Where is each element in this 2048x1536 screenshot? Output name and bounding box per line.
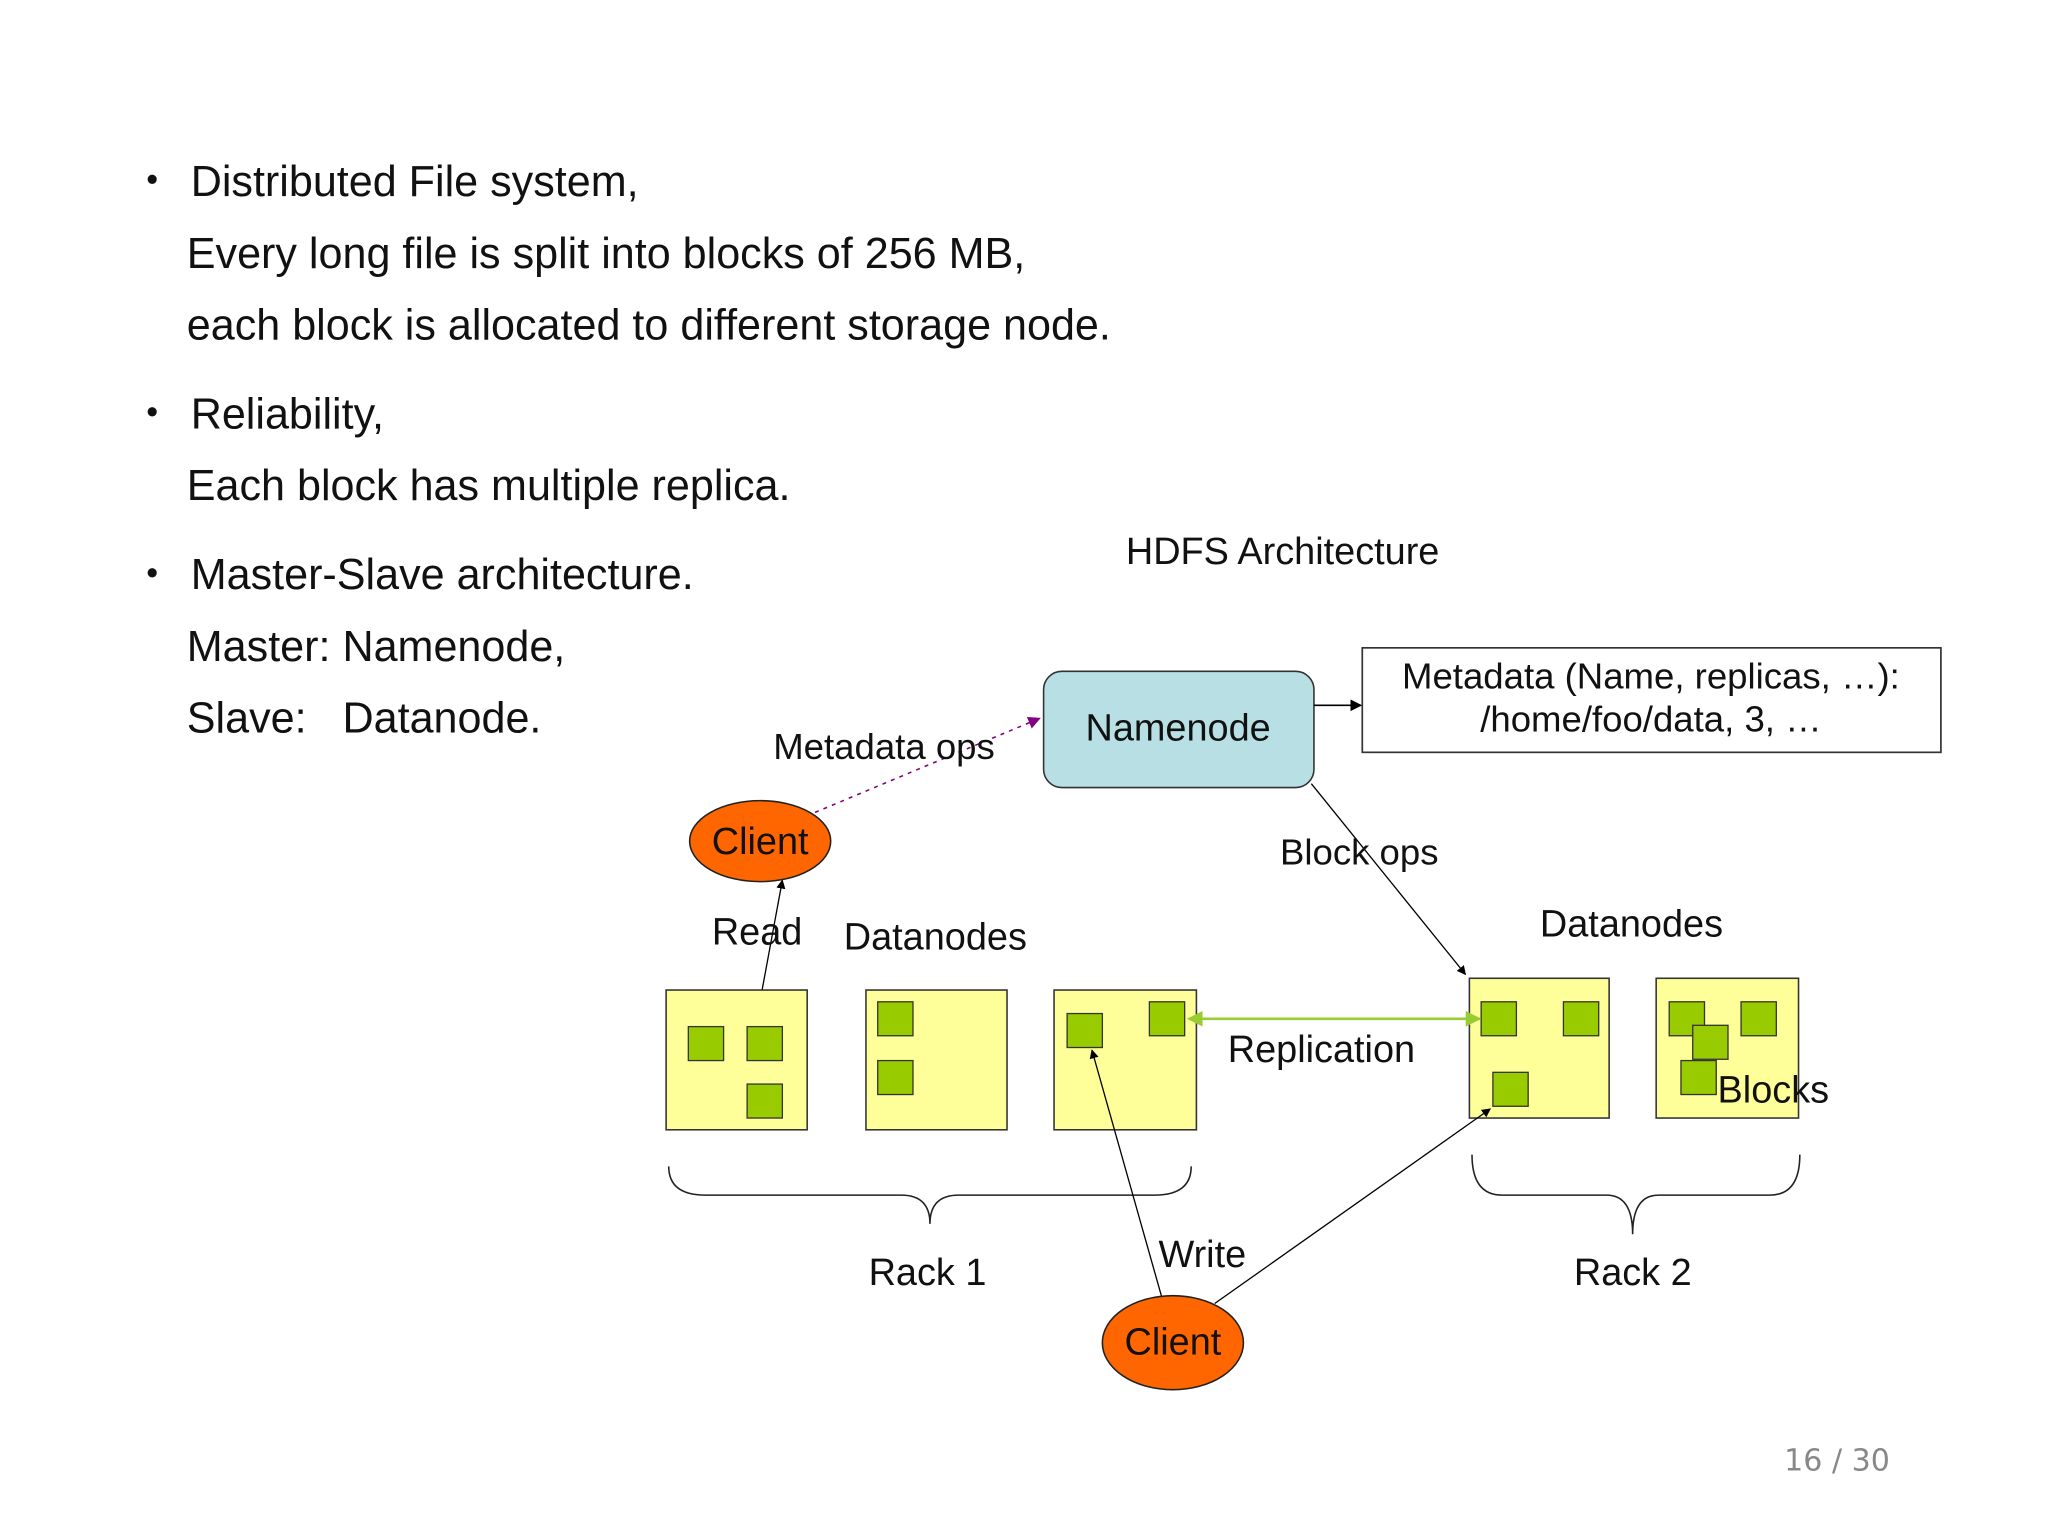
bullet-line: Each block has multiple replica. [186, 461, 791, 510]
write-arrow-rack2 [1214, 1108, 1492, 1305]
block [746, 1025, 784, 1062]
datanode [1053, 989, 1198, 1131]
metadata-line2: /home/foo/data, 3, … [1480, 698, 1821, 739]
namenode-label: Namenode [1086, 708, 1271, 750]
rack1-label: Rack 1 [869, 1252, 987, 1294]
block [1480, 1001, 1518, 1037]
read-label: Read [712, 911, 803, 953]
page-current: 16 [1784, 1444, 1823, 1479]
bullet-icon: • [146, 391, 159, 432]
block [1066, 1012, 1104, 1049]
bullet-icon: • [146, 159, 159, 199]
block [877, 1001, 914, 1037]
bullet-line: Master: Namenode, [186, 621, 566, 671]
block-ops-label: Block ops [1280, 832, 1439, 873]
datanodes-right-label: Datanodes [1540, 903, 1723, 945]
rack2-brace [1471, 1154, 1801, 1235]
block [1740, 1001, 1777, 1037]
bullet-line: each block is allocated to different sto… [186, 300, 1111, 349]
rack2-label: Rack 2 [1574, 1252, 1692, 1294]
block [746, 1083, 784, 1119]
metadata-ops-arrow [814, 716, 1041, 814]
block [1692, 1024, 1729, 1060]
metadata-ops-label: Metadata ops [773, 726, 995, 767]
bullet-icon: • [146, 552, 159, 592]
page-separator: / [1831, 1444, 1843, 1479]
datanode [665, 989, 808, 1131]
block [687, 1025, 725, 1062]
block [1492, 1071, 1529, 1107]
block-ops-arrow [1310, 783, 1467, 976]
page-number: 16 / 30 [1784, 1445, 1890, 1479]
bullet-line: Slave: Datanode. [186, 693, 542, 742]
namenode-box: Namenode [1042, 670, 1315, 789]
replication-label: Replication [1228, 1029, 1415, 1071]
write-label: Write [1159, 1234, 1247, 1276]
client-write-label: Client [1124, 1321, 1221, 1363]
blocks-label: Blocks [1718, 1069, 1830, 1111]
page-total: 30 [1851, 1444, 1890, 1479]
datanodes-left-label: Datanodes [844, 917, 1027, 959]
block [1562, 1001, 1600, 1037]
bullet-title: Master-Slave architecture. [190, 549, 694, 599]
read-arrow [759, 879, 786, 1001]
block [877, 1059, 914, 1096]
bullet-line: Every long file is split into blocks of … [186, 228, 1026, 277]
bullet-title: Reliability, [190, 389, 384, 438]
metadata-line1: Metadata (Name, replicas, …): [1402, 655, 1900, 696]
client-write: Client [1101, 1294, 1245, 1391]
rack1-brace [667, 1166, 1192, 1224]
block [1148, 1001, 1186, 1037]
client-read-label: Client [712, 821, 809, 863]
bullet-title: Distributed File system, [190, 156, 639, 206]
diagram-title: HDFS Architecture [1126, 531, 1439, 573]
datanode [1468, 977, 1610, 1119]
metadata-box: Metadata (Name, replicas, …): /home/foo/… [1361, 646, 1942, 754]
client-read: Client [688, 799, 832, 883]
block [1680, 1059, 1717, 1096]
datanode [1655, 977, 1800, 1119]
write-arrow-rack1 [1089, 1049, 1164, 1300]
datanode [865, 989, 1008, 1131]
